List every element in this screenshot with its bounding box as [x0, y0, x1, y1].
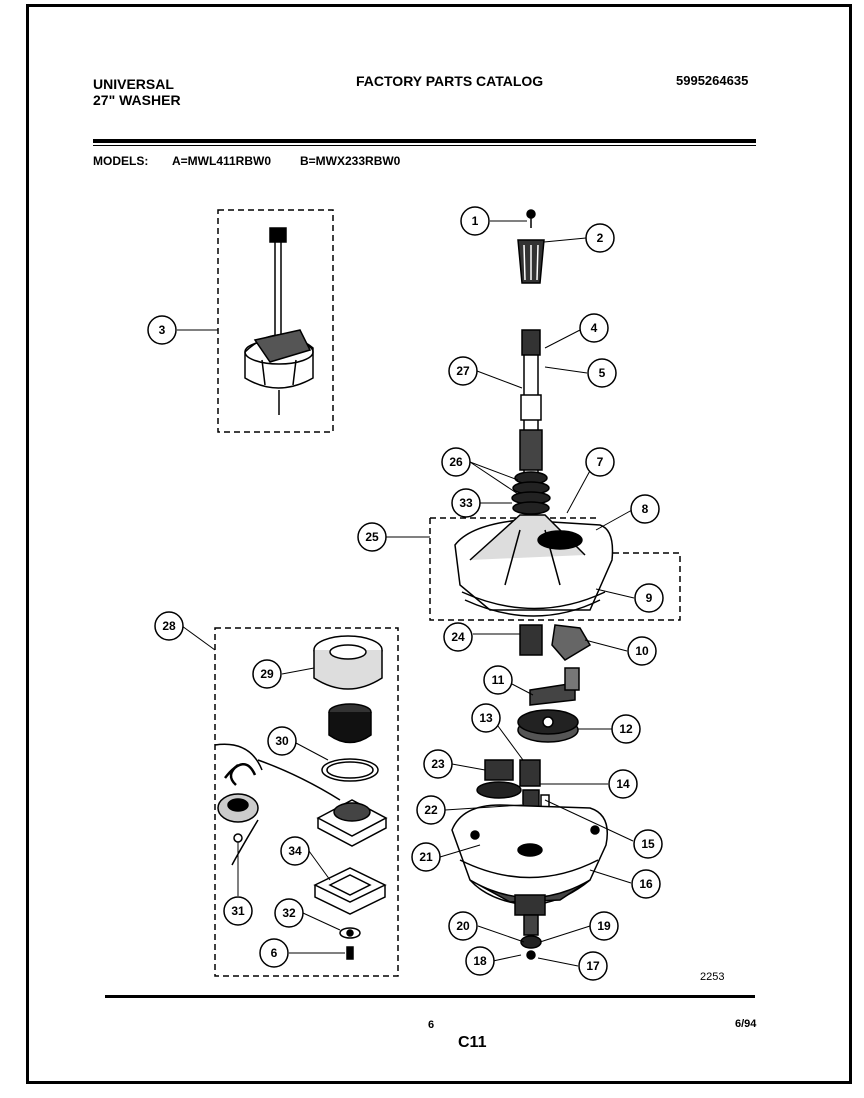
callout-10: 10 — [635, 644, 649, 658]
callout-bubble — [280, 836, 310, 866]
callout-6: 6 — [271, 946, 278, 960]
callout-bubble — [416, 795, 446, 825]
callout-bubble — [465, 946, 495, 976]
seal-stack — [511, 471, 551, 515]
assembly-box-28 — [214, 627, 399, 977]
page-number: 6 — [428, 1019, 435, 1031]
product-label: 27" WASHER — [93, 92, 181, 108]
callout-bubble — [634, 583, 664, 613]
housing-drawing — [454, 514, 614, 617]
callout-bubble — [578, 951, 608, 981]
callout-bubble — [448, 356, 478, 386]
callout-32: 32 — [282, 906, 296, 920]
callout-bubble — [627, 636, 657, 666]
callout-20: 20 — [456, 919, 470, 933]
callout-bubble — [451, 488, 481, 518]
leader-lines — [177, 220, 635, 967]
section-code: C11 — [458, 1034, 487, 1051]
callout-25: 25 — [365, 530, 379, 544]
callout-bubble — [357, 522, 387, 552]
callout-5: 5 — [599, 366, 606, 380]
catalog-date: 6/94 — [735, 1018, 757, 1030]
callout-bubbles — [147, 206, 664, 981]
model-a: A=MWL411RBW0 — [172, 154, 272, 168]
callout-18: 18 — [473, 954, 487, 968]
callout-bubble — [411, 842, 441, 872]
callout-bubble — [471, 703, 501, 733]
callout-bubble — [223, 896, 253, 926]
callout-bubble — [423, 749, 453, 779]
callout-4: 4 — [591, 321, 598, 335]
header-rule — [93, 139, 756, 143]
callout-13: 13 — [479, 711, 493, 725]
callout-7: 7 — [597, 455, 604, 469]
callout-bubble — [608, 769, 638, 799]
callout-11: 11 — [492, 673, 505, 687]
main-shaft — [519, 329, 543, 475]
callout-14: 14 — [616, 777, 630, 791]
callout-33: 33 — [459, 496, 473, 510]
callout-bubble — [585, 223, 615, 253]
callout-23: 23 — [431, 757, 445, 771]
callout-8: 8 — [642, 502, 649, 516]
callout-bubble — [579, 313, 609, 343]
callout-28: 28 — [162, 619, 176, 633]
callout-bubble — [259, 938, 289, 968]
callout-bubble — [611, 714, 641, 744]
callout-bubble — [147, 315, 177, 345]
catalog-number: 5995264635 — [676, 73, 749, 88]
callout-bubble — [252, 659, 282, 689]
callout-bubble — [630, 494, 660, 524]
callout-bubble — [633, 829, 663, 859]
callout-21: 21 — [419, 850, 433, 864]
callout-bubble — [483, 665, 513, 695]
callout-2: 2 — [597, 231, 604, 245]
callout-bubble — [589, 911, 619, 941]
callout-27: 27 — [456, 364, 470, 378]
header-rule-thin — [93, 145, 756, 146]
callout-bubble — [274, 898, 304, 928]
kit-parts — [214, 635, 388, 960]
callout-9: 9 — [646, 591, 653, 605]
models-label: MODELS: — [93, 154, 149, 168]
callout-3: 3 — [159, 323, 166, 337]
callout-24: 24 — [451, 630, 465, 644]
callout-bubble — [441, 447, 471, 477]
callout-bubble — [631, 869, 661, 899]
callout-15: 15 — [641, 837, 655, 851]
drive-assembly-drawing — [244, 227, 314, 415]
callout-17: 17 — [586, 959, 600, 973]
callout-30: 30 — [275, 734, 289, 748]
callout-19: 19 — [597, 919, 611, 933]
callout-29: 29 — [260, 667, 274, 681]
callout-bubble — [154, 611, 184, 641]
page-border — [26, 4, 852, 1084]
callout-bubble — [585, 447, 615, 477]
callout-31: 31 — [231, 904, 245, 918]
agitator-cap-parts — [517, 209, 545, 284]
figure-number: 2253 — [700, 971, 725, 983]
assembly-box-25 — [429, 518, 681, 621]
callout-34: 34 — [288, 844, 302, 858]
callout-16: 16 — [639, 877, 653, 891]
assembly-box-3 — [217, 209, 334, 433]
callout-bubble — [448, 911, 478, 941]
callout-26: 26 — [449, 455, 463, 469]
callout-bubble — [443, 622, 473, 652]
callout-12: 12 — [619, 722, 633, 736]
catalog-title: FACTORY PARTS CATALOG — [356, 73, 544, 89]
callout-bubble — [587, 358, 617, 388]
gear-case — [451, 804, 608, 960]
callout-22: 22 — [424, 803, 438, 817]
model-b: B=MWX233RBW0 — [300, 154, 401, 168]
brand-label: UNIVERSAL — [93, 76, 174, 92]
footer-rule — [105, 995, 755, 998]
callout-1: 1 — [472, 214, 479, 228]
callout-bubble — [460, 206, 490, 236]
callout-bubble — [267, 726, 297, 756]
